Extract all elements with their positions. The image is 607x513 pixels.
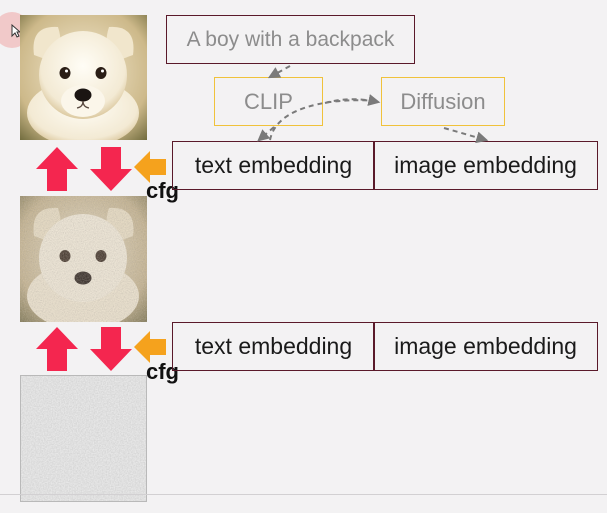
- text-embedding-box: text embedding: [172, 141, 375, 190]
- image-embedding-label: image embedding: [394, 333, 577, 359]
- noisy-image: [20, 196, 147, 322]
- clip-to-text-embedding-arrow: [257, 126, 275, 142]
- denoise-up-arrow-icon: [36, 327, 78, 371]
- clip-box: CLIP: [214, 77, 323, 126]
- denoise-up-arrow-icon: [36, 147, 78, 191]
- noise-image: [20, 375, 147, 502]
- image-embedding-label: image embedding: [394, 152, 577, 178]
- diffusion-box: Diffusion: [381, 77, 505, 126]
- text-embedding-label: text embedding: [194, 152, 353, 178]
- prompt-box: A boy with a backpack: [166, 15, 415, 64]
- text-embedding-label: text embedding: [194, 333, 353, 359]
- text-embedding-to-diffusion-arrow: [269, 99, 379, 141]
- cursor-icon: [11, 24, 21, 38]
- cfg-arrow-icon: [134, 331, 166, 363]
- clean-image: [20, 15, 147, 140]
- noise-down-arrow-icon: [90, 147, 132, 191]
- cfg-label: cfg: [146, 359, 179, 384]
- cfg-label: cfg: [146, 178, 179, 203]
- clip-label: CLIP: [244, 88, 293, 114]
- text-embedding-box: text embedding: [172, 322, 375, 371]
- noise-down-arrow-icon: [90, 327, 132, 371]
- prompt-text: A boy with a backpack: [186, 27, 395, 51]
- image-embedding-box: image embedding: [373, 141, 598, 190]
- diffusion-label: Diffusion: [400, 88, 486, 114]
- image-embedding-box: image embedding: [373, 322, 598, 371]
- prompt-to-clip-arrow: [267, 65, 291, 79]
- clip-to-diffusion-arrow: [324, 94, 381, 106]
- bottom-divider: [0, 494, 607, 495]
- diffusion-to-image-embedding-arrow: [443, 127, 489, 144]
- cfg-arrow-icon: [134, 151, 166, 183]
